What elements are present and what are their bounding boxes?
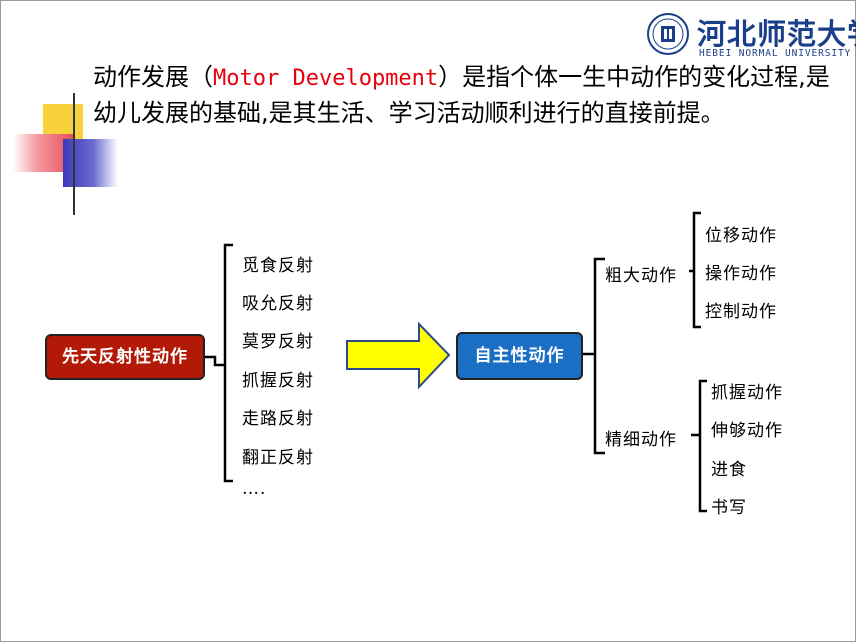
reflex-item: 抓握反射 [242, 371, 314, 391]
intro-paragraph: 动作发展（Motor Development）是指个体一生中动作的变化过程,是幼… [93, 60, 833, 130]
gross-bracket [692, 211, 701, 329]
fine-motor-item: 书写 [711, 498, 747, 518]
intro-text-before: 动作发展（ [93, 63, 213, 91]
intro-text-en: Motor Development [213, 66, 439, 91]
fine-motor-item: 伸够动作 [711, 421, 783, 441]
gross-motor-label: 粗大动作 [605, 266, 677, 286]
gross-motor-item: 位移动作 [705, 226, 777, 246]
reflex-item: 吸允反射 [242, 294, 314, 314]
innate-reflex-box: 先天反射性动作 [45, 334, 205, 380]
voluntary-bracket [593, 257, 605, 455]
fine-bracket [698, 379, 707, 513]
reflex-item: 莫罗反射 [242, 332, 314, 352]
reflex-item: 翻正反射 [242, 448, 314, 468]
reflex-item: …. [242, 479, 267, 499]
fine-motor-item: 进食 [711, 460, 747, 480]
logo-name-cn: 河北师范大学 [697, 17, 856, 51]
reflex-bracket [223, 243, 233, 483]
intro-text-after: ）是指个体一生中动作的变化过程,是幼儿发展的基础,是其生活、学习活动顺利进行的直… [93, 63, 830, 127]
reflex-item: 觅食反射 [242, 256, 314, 276]
fine-motor-label: 精细动作 [605, 430, 677, 450]
transition-arrow [346, 321, 451, 390]
university-seal-icon [647, 13, 689, 55]
voluntary-motor-box: 自主性动作 [456, 332, 583, 380]
reflex-item: 走路反射 [242, 409, 314, 429]
logo-name-en: HEBEI NORMAL UNIVERSITY [699, 48, 852, 59]
fine-motor-item: 抓握动作 [711, 383, 783, 403]
gross-motor-item: 控制动作 [705, 302, 777, 322]
gross-motor-item: 操作动作 [705, 264, 777, 284]
decor-blue-square [63, 139, 118, 187]
innate-connector [205, 355, 225, 367]
decor-vertical-line [73, 93, 75, 215]
university-logo: 河北师范大学 HEBEI NORMAL UNIVERSITY [647, 11, 856, 63]
